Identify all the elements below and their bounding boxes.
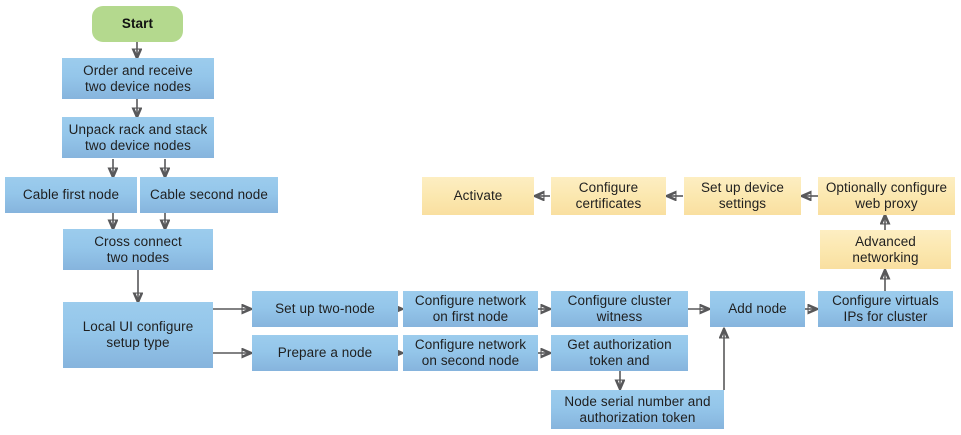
node-cable-first-node[interactable]: Cable first node <box>5 177 137 213</box>
node-configure-network-second-node[interactable]: Configure network on second node <box>403 335 538 371</box>
node-optionally-configure-web-proxy[interactable]: Optionally configure web proxy <box>818 177 955 215</box>
node-configure-virtual-ips-for-cluster[interactable]: Configure virtuals IPs for cluster <box>818 291 953 327</box>
node-add-node[interactable]: Add node <box>710 291 805 327</box>
node-set-up-device-settings[interactable]: Set up device settings <box>684 177 801 215</box>
node-get-authorization-token[interactable]: Get authorization token and <box>551 335 688 371</box>
node-configure-certificates[interactable]: Configure certificates <box>551 177 666 215</box>
node-cross-connect-two-nodes[interactable]: Cross connect two nodes <box>63 229 213 270</box>
node-configure-network-first-node[interactable]: Configure network on first node <box>403 291 538 327</box>
node-start[interactable]: Start <box>92 6 183 42</box>
node-cable-second-node[interactable]: Cable second node <box>140 177 278 213</box>
node-unpack-rack-and-stack[interactable]: Unpack rack and stack two device nodes <box>62 117 214 158</box>
node-prepare-a-node[interactable]: Prepare a node <box>252 335 398 371</box>
node-activate[interactable]: Activate <box>422 177 534 215</box>
node-order-and-receive[interactable]: Order and receive two device nodes <box>62 58 214 99</box>
node-node-serial-number-authorization-token[interactable]: Node serial number and authorization tok… <box>551 390 724 429</box>
node-set-up-two-node[interactable]: Set up two-node <box>252 291 398 327</box>
node-configure-cluster-witness[interactable]: Configure cluster witness <box>551 291 688 327</box>
node-local-ui-configure-setup-type[interactable]: Local UI configure setup type <box>63 302 213 368</box>
node-advanced-networking[interactable]: Advanced networking <box>820 230 951 269</box>
